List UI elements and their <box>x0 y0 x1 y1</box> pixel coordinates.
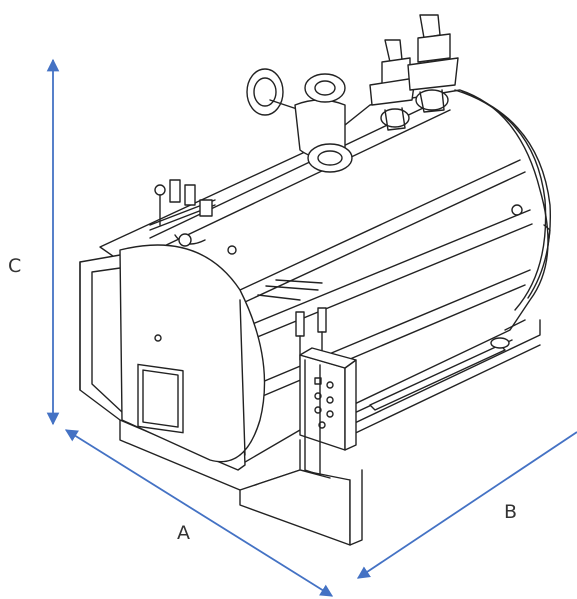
dimension-lines <box>46 58 577 597</box>
dimension-b-label: B <box>504 501 517 523</box>
dimension-c-label: C <box>8 255 21 277</box>
dimension-a-label: A <box>177 522 190 544</box>
door-hinge <box>239 299 246 456</box>
gauge-glass <box>369 319 526 411</box>
safety-valves <box>369 14 459 131</box>
rear-head <box>454 89 552 311</box>
dimension-a-arrow <box>64 429 334 597</box>
main-stop-valve <box>246 68 353 173</box>
boiler-shell <box>99 89 549 466</box>
control-panel <box>299 347 357 476</box>
boiler-drawing <box>79 14 552 546</box>
inspection-hatch-inner <box>142 369 179 428</box>
dimension-b-arrow <box>356 431 577 579</box>
front-instruments <box>149 179 237 255</box>
